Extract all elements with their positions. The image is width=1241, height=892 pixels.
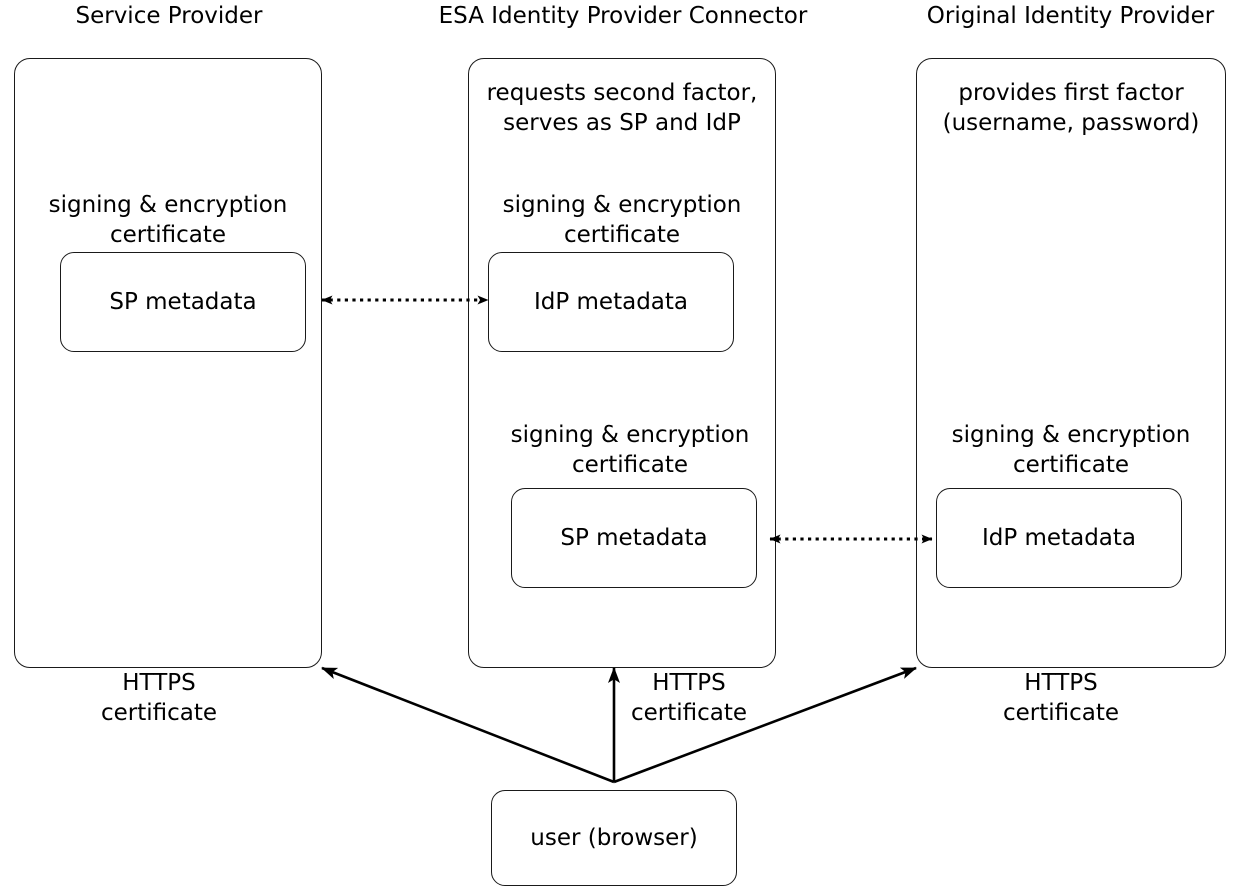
box-sp-metadata-middle-label: SP metadata: [560, 525, 708, 551]
container-service-provider[interactable]: [14, 58, 322, 668]
column-title-original-idp: Original Identity Provider: [926, 3, 1215, 29]
label-esa-signing-certificate-lower: signing & encryption certificate: [510, 422, 750, 478]
label-https-certificate-right: HTTPS certificate: [1002, 670, 1120, 726]
box-idp-metadata-right-label: IdP metadata: [981, 525, 1137, 551]
box-user-browser-label: user (browser): [530, 825, 698, 851]
box-idp-metadata-middle[interactable]: IdP metadata: [488, 252, 734, 352]
label-esa-signing-certificate-upper: signing & encryption certificate: [502, 192, 742, 248]
column-title-service-provider: Service Provider: [75, 3, 263, 29]
box-user-browser[interactable]: user (browser): [491, 790, 737, 886]
box-sp-metadata-left-label: SP metadata: [109, 289, 257, 315]
box-idp-metadata-middle-label: IdP metadata: [533, 289, 689, 315]
label-sp-signing-certificate: signing & encryption certificate: [48, 192, 288, 248]
box-sp-metadata-middle[interactable]: SP metadata: [511, 488, 757, 588]
label-https-certificate-middle: HTTPS certificate: [630, 670, 748, 726]
note-esa-role: requests second factor, serves as SP and…: [486, 80, 758, 136]
box-idp-metadata-right[interactable]: IdP metadata: [936, 488, 1182, 588]
label-idp-signing-certificate: signing & encryption certificate: [951, 422, 1191, 478]
label-https-certificate-left: HTTPS certificate: [100, 670, 218, 726]
note-idp-first-factor: provides first factor (username, passwor…: [942, 80, 1200, 136]
box-sp-metadata-left[interactable]: SP metadata: [60, 252, 306, 352]
column-title-esa-connector: ESA Identity Provider Connector: [438, 3, 808, 29]
